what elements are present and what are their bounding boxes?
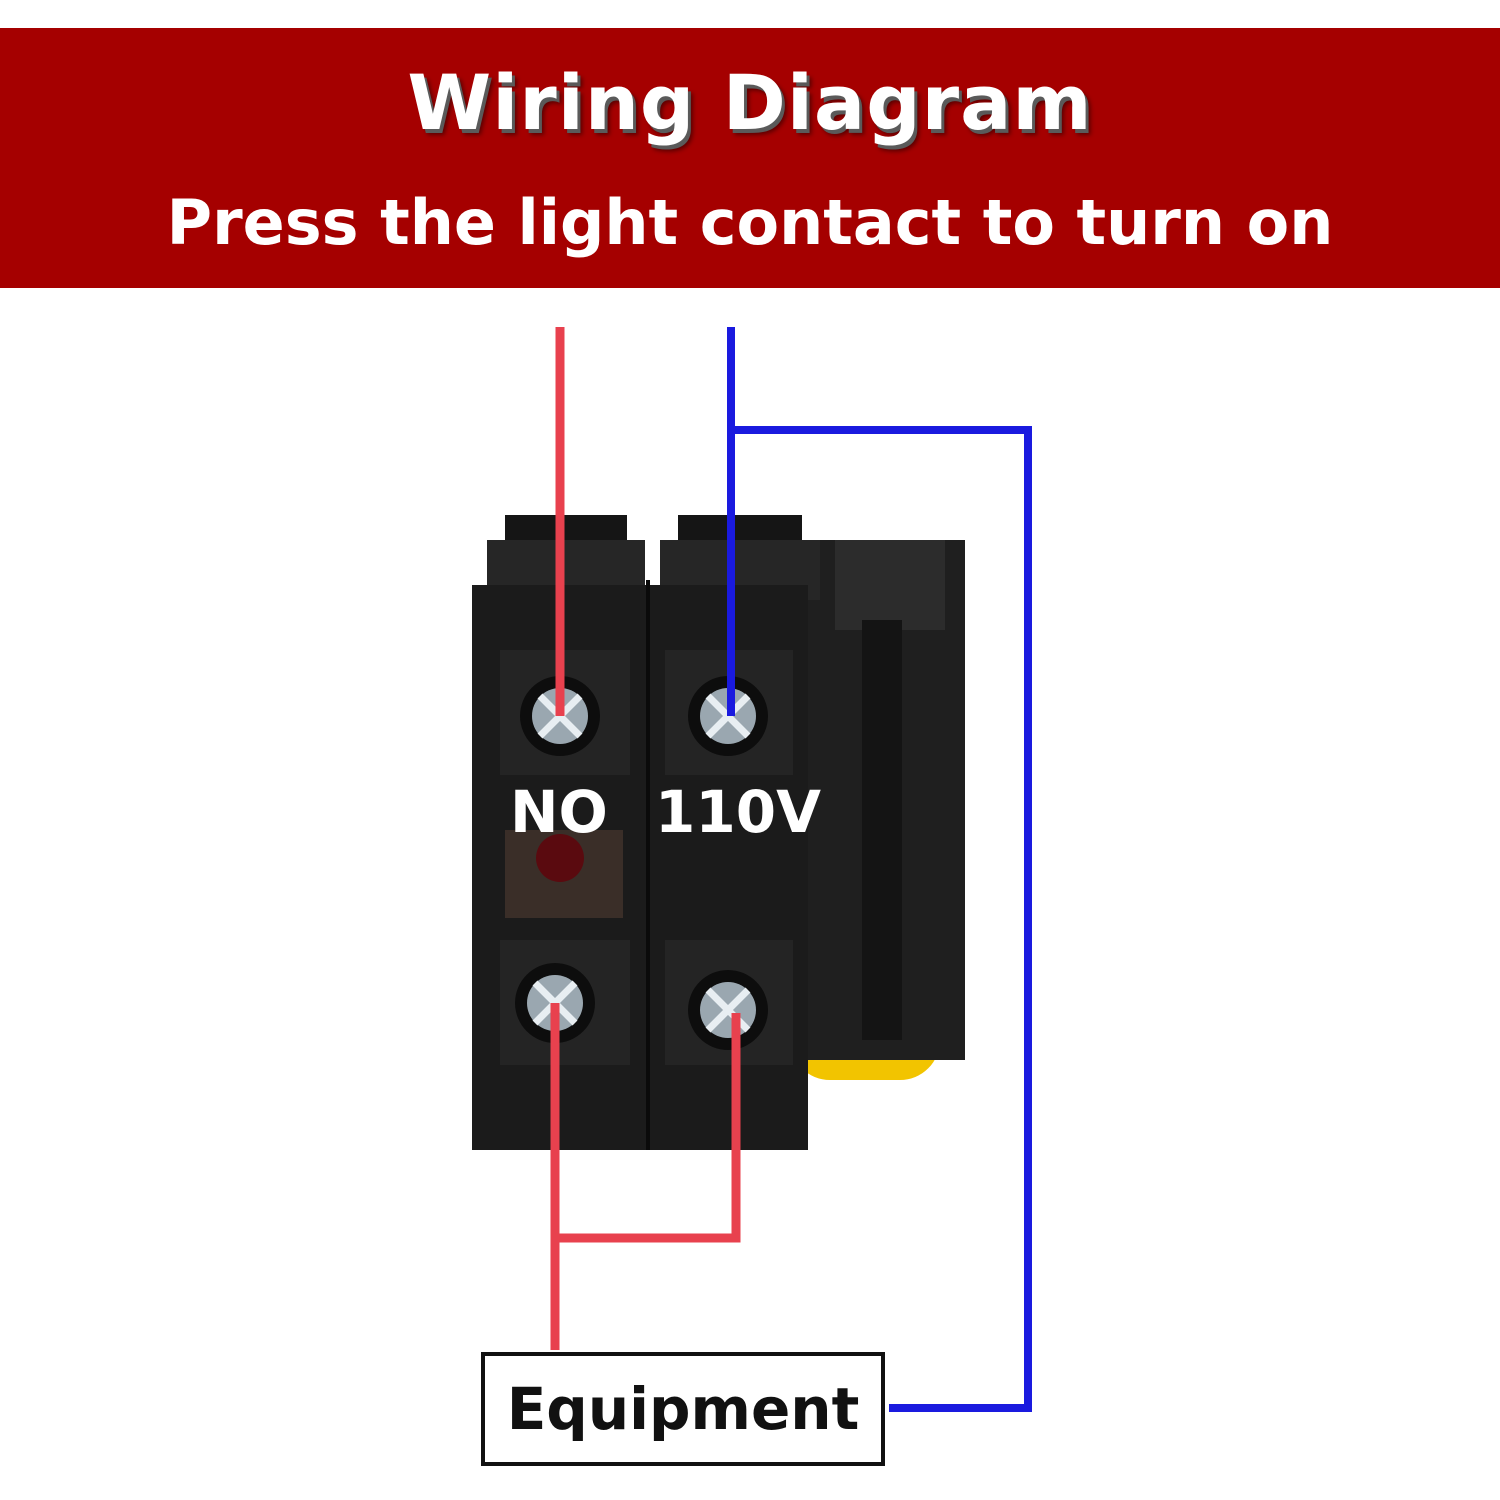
blue-wire-return xyxy=(731,426,1032,1412)
diagram-subtitle: Press the light contact to turn on xyxy=(166,186,1334,259)
red-wires xyxy=(550,327,741,1350)
equipment-label: Equipment xyxy=(506,1375,860,1443)
red-wire-bridge xyxy=(555,1013,741,1243)
terminal-label-110v: 110V xyxy=(655,778,821,846)
blue-wires xyxy=(727,327,1032,1412)
equipment-box: Equipment xyxy=(481,1352,885,1466)
contact-block-no xyxy=(472,515,648,1150)
diagram-title: Wiring Diagram xyxy=(407,58,1093,147)
header-banner xyxy=(0,28,1500,288)
terminal-label-no: NO xyxy=(510,778,608,846)
